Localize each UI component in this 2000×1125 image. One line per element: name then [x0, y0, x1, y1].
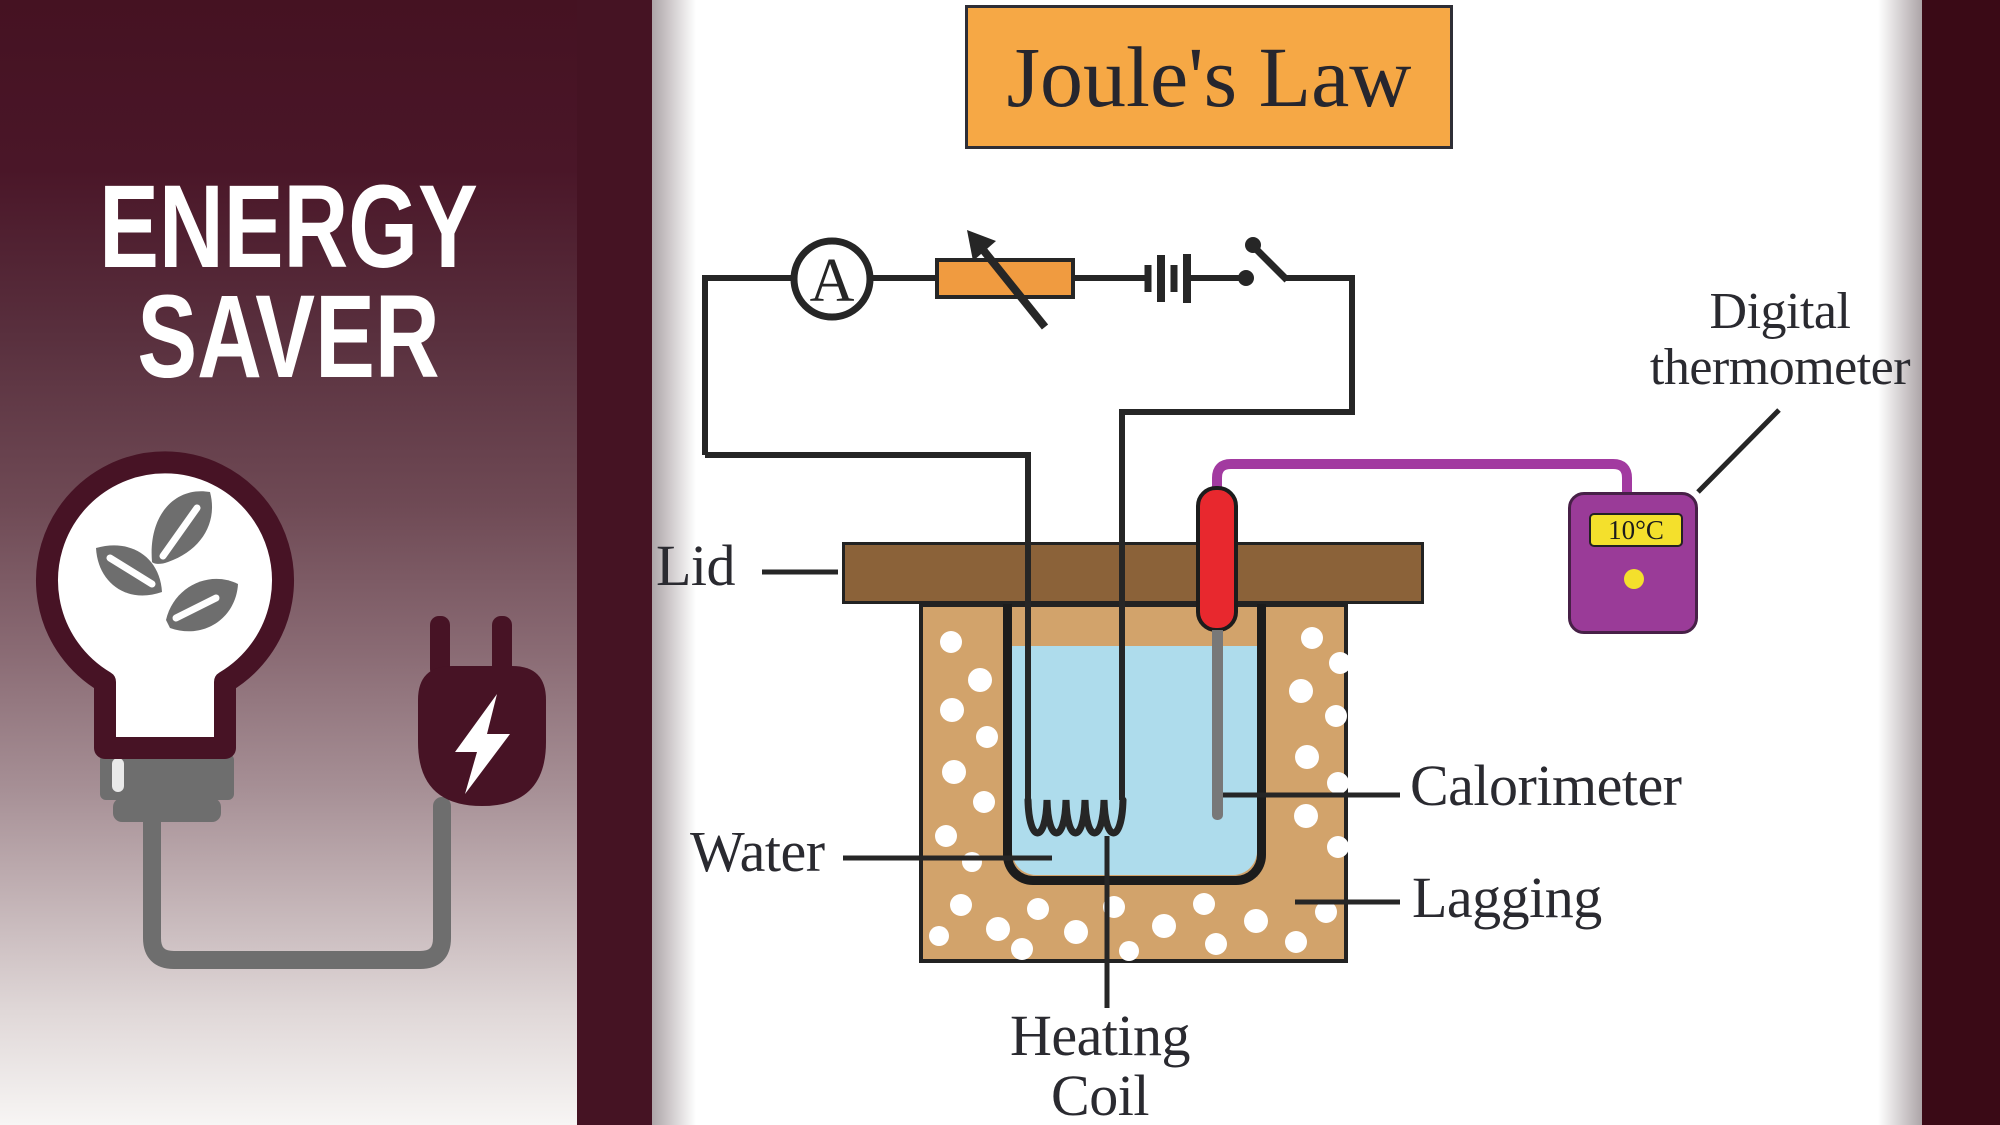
label-lid: Lid	[656, 533, 736, 598]
page-title: Joule's Law	[1006, 29, 1412, 125]
lightning-bolt-icon	[455, 694, 510, 794]
title-banner: Joule's Law	[965, 5, 1453, 149]
label-digital-line2: thermometer	[1649, 339, 1911, 396]
left-divider-bar	[577, 0, 652, 1125]
left-divider-shadow	[652, 0, 696, 1125]
eco-lightbulb-icon	[36, 451, 294, 759]
label-heating-coil-line1: Heating	[1009, 1003, 1191, 1068]
rheostat-arrow-icon	[967, 230, 996, 261]
open-switch	[1238, 237, 1290, 286]
digital-thermometer-device: 10°C	[1568, 492, 1698, 634]
rheostat	[935, 230, 1075, 330]
battery-cells	[1144, 254, 1191, 303]
label-calorimeter: Calorimeter	[1410, 753, 1682, 818]
leaf-veins	[106, 504, 220, 622]
heading-line-saver: SAVER	[137, 271, 440, 403]
ammeter: A	[790, 237, 874, 321]
thermometer-probe-stem	[1212, 630, 1223, 820]
lagging-dots	[929, 627, 1351, 961]
temperature-reading: 10°C	[1608, 514, 1664, 545]
heating-coil	[1024, 796, 1127, 837]
energy-saver-artwork	[36, 451, 546, 969]
ammeter-symbol: A	[810, 247, 855, 315]
calorimeter-vessel	[1003, 602, 1266, 885]
heading-line-energy: ENERGY	[99, 161, 478, 293]
cord-line	[143, 797, 451, 969]
thermometer-probe	[1196, 486, 1238, 632]
energy-saver-heading: ENERGY SAVER	[0, 161, 577, 403]
power-plug-icon	[418, 616, 546, 806]
right-divider-bar	[1922, 0, 2000, 1125]
label-lagging: Lagging	[1412, 865, 1602, 930]
thermometer-button	[1624, 569, 1644, 589]
bulb-base	[100, 754, 234, 822]
lid-block	[842, 542, 1424, 604]
circuit-wires	[702, 275, 1355, 800]
probe-cable	[1212, 459, 1632, 502]
temperature-display: 10°C	[1589, 513, 1683, 547]
label-water: Water	[690, 819, 825, 884]
label-pointers	[762, 408, 1781, 1008]
right-divider-shadow	[1878, 0, 1922, 1125]
energy-saver-panel: ENERGY SAVER	[0, 0, 577, 1125]
label-digital-line1: Digital	[1709, 283, 1851, 340]
label-heating-coil: Heating Coil	[940, 1006, 1260, 1125]
label-heating-coil-line2: Coil	[1051, 1063, 1149, 1125]
label-digital-thermometer: Digital thermometer	[1620, 284, 1940, 396]
